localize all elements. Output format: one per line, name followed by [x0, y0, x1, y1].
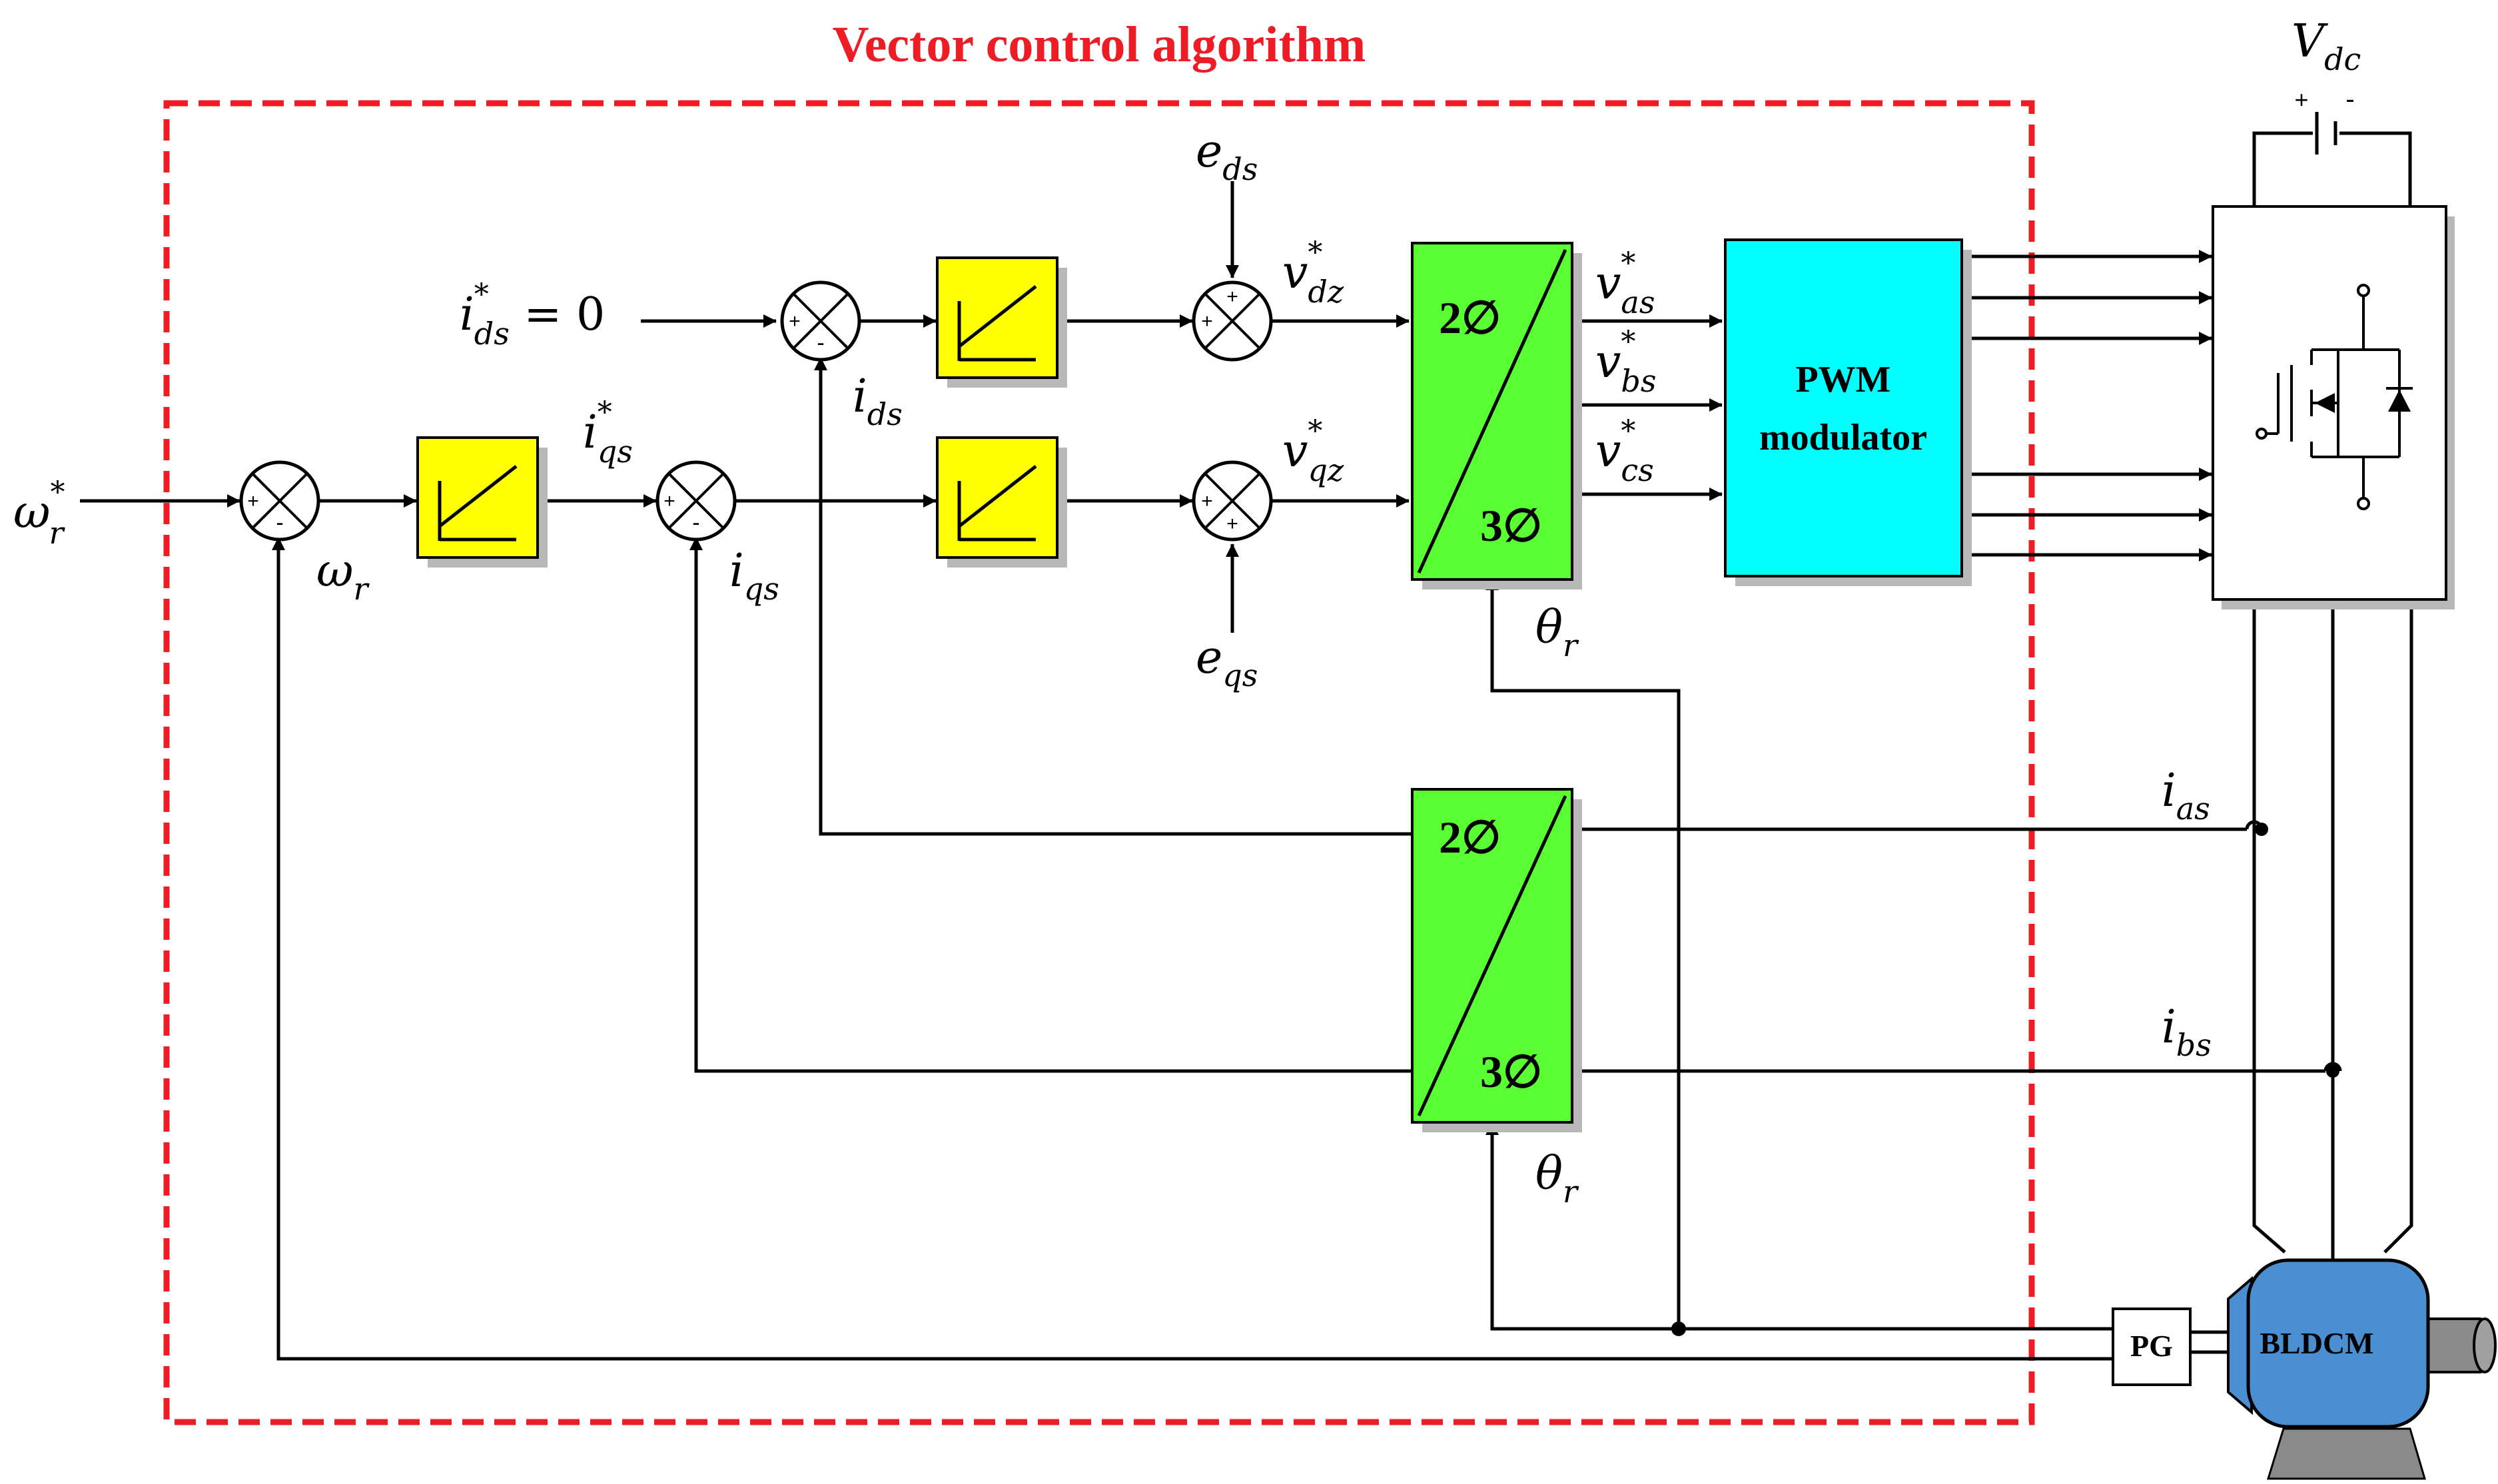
algorithm-boundary — [163, 100, 2035, 1425]
vcs-label: v*cs — [1595, 414, 1654, 488]
junction-dot — [1671, 1321, 1686, 1336]
eqs-label: eqs — [1196, 631, 1258, 693]
transform-3phase-label: 3∅ — [1480, 1046, 1542, 1097]
svg-text:+: + — [2294, 86, 2308, 113]
vdc-label: Vdc — [2291, 15, 2361, 77]
signal-lines — [80, 131, 2413, 1361]
svg-text:+: + — [1201, 310, 1213, 332]
ids-feedback-label: ids — [853, 370, 903, 432]
iqs-feedback-label: iqs — [729, 545, 779, 607]
transform-2phase-label: 2∅ — [1439, 812, 1501, 863]
summing-junction-q-current: + - — [655, 460, 737, 542]
svg-text:+: + — [247, 490, 259, 512]
transform-3phase-label: 3∅ — [1480, 500, 1542, 551]
encoder-block: PG — [2112, 1307, 2192, 1386]
pwm-label-line1: PWM — [1795, 359, 1890, 400]
mosfet-icon — [2256, 284, 2413, 510]
bldc-motor: BLDCM — [2227, 1258, 2497, 1480]
theta-r-top-label: θr — [1535, 601, 1579, 663]
dc-source-icon: + - — [2294, 85, 2355, 155]
svg-text:+: + — [1201, 490, 1213, 512]
summing-junction-d-current: + - — [780, 280, 861, 362]
transform-2phase-label: 2∅ — [1439, 292, 1501, 343]
summing-junction-speed: + - — [239, 460, 320, 542]
svg-text:-: - — [276, 510, 283, 536]
ibs-label: ibs — [2162, 1001, 2212, 1063]
pwm-label-line2: modulator — [1759, 417, 1927, 458]
inverter-block — [2212, 205, 2455, 609]
summing-junction-q-voltage: + + — [1192, 460, 1273, 542]
ids-ref-label: i*ds = 0 — [460, 278, 605, 352]
pi-controller-q-current — [936, 436, 1067, 567]
omega-ref-label: ω*r — [13, 476, 65, 551]
pi-controller-speed — [416, 436, 548, 567]
summing-junction-d-voltage: + + — [1192, 280, 1273, 362]
ias-label: ias — [2162, 765, 2210, 827]
theta-r-bottom-label: θr — [1535, 1148, 1579, 1210]
svg-text:+: + — [1226, 513, 1238, 535]
svg-text:+: + — [663, 490, 675, 512]
svg-text:+: + — [789, 310, 801, 332]
motor-label: BLDCM — [2260, 1326, 2373, 1360]
iqs-ref-label: i*qs — [583, 396, 633, 470]
junction-dot — [2255, 823, 2268, 836]
encoder-label: PG — [2130, 1329, 2173, 1363]
vas-label: v*as — [1595, 246, 1655, 320]
svg-text:-: - — [2345, 85, 2354, 114]
pwm-modulator-block: PWM modulator — [1724, 238, 1972, 586]
svg-text:-: - — [692, 510, 699, 536]
svg-text:+: + — [1226, 286, 1238, 308]
eds-label: eds — [1196, 125, 1258, 187]
pi-controller-d-current — [936, 256, 1067, 388]
vdz-label: v*dz — [1282, 236, 1344, 310]
vqz-label: v*qz — [1282, 414, 1344, 488]
park-transform-block: 2∅ 3∅ — [1411, 788, 1582, 1132]
vbs-label: v*bs — [1595, 325, 1656, 399]
diagram-title: Vector control algorithm — [833, 17, 1366, 73]
omega-feedback-label: ωr — [316, 545, 370, 607]
svg-text:-: - — [817, 330, 824, 356]
inverse-park-transform-block: 2∅ 3∅ — [1411, 242, 1582, 589]
junction-dot — [2326, 1064, 2339, 1078]
